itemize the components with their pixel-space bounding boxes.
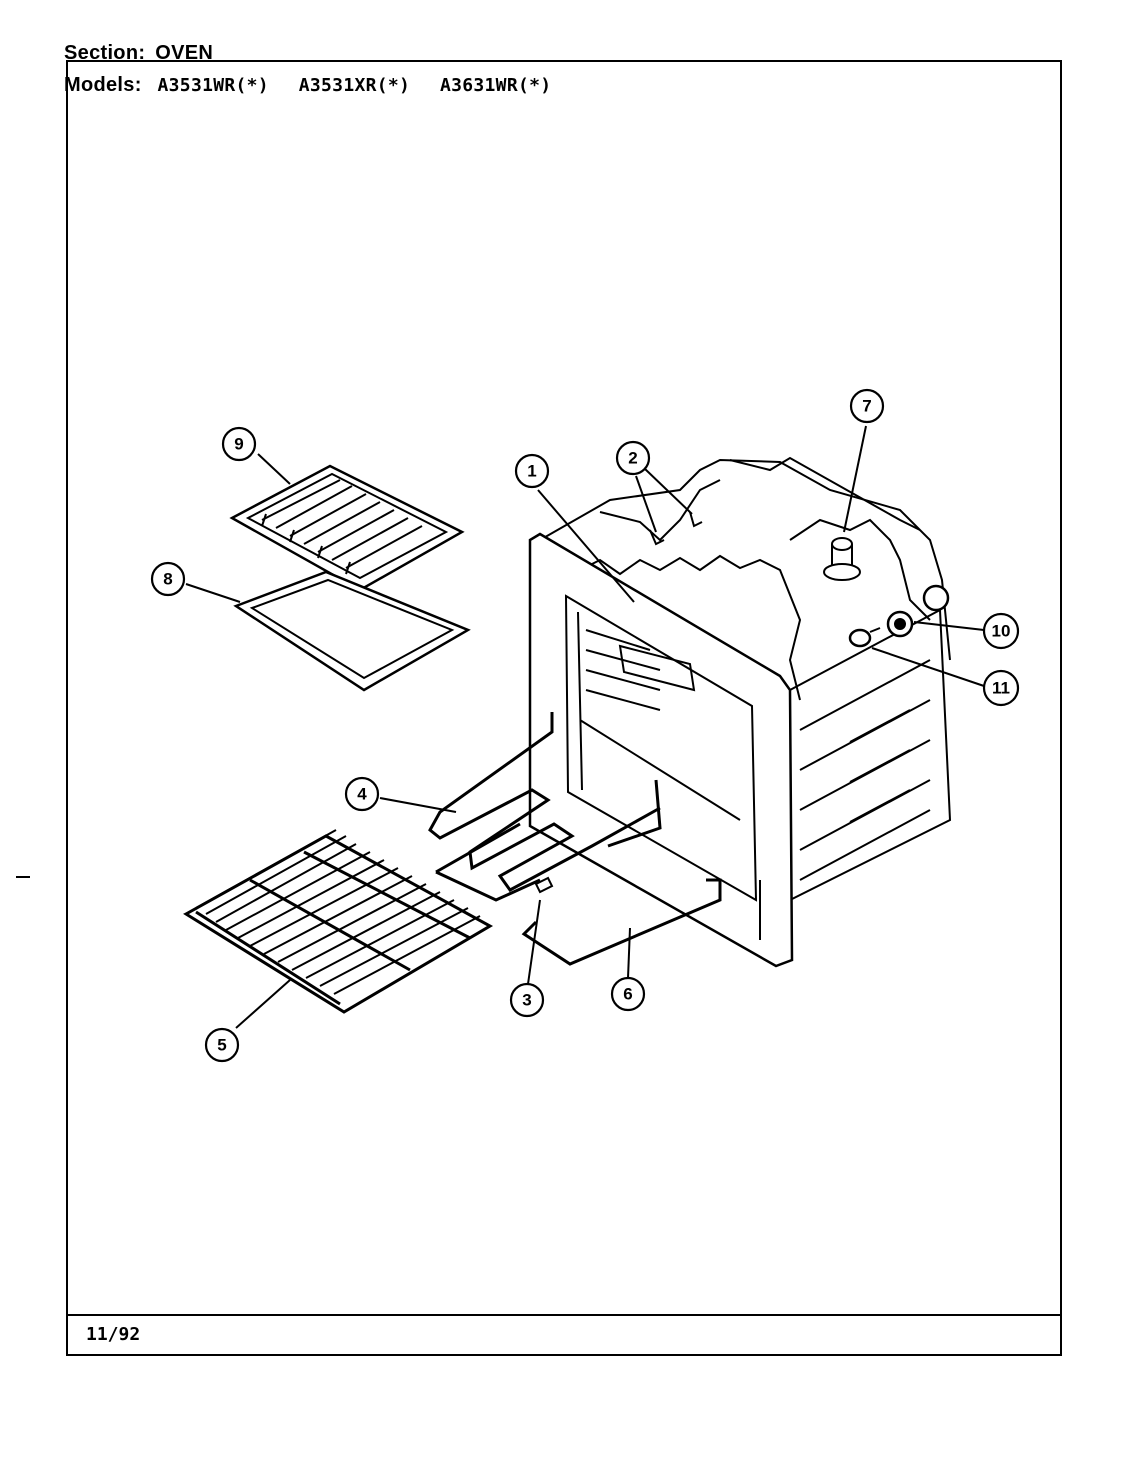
diagram-frame [66,60,1062,1356]
callout-number: 3 [522,991,531,1010]
callout-2: 2 [615,440,651,476]
model-number: A3531WR(*) [157,75,269,96]
leader-line-2a [635,475,657,533]
callout-number: 5 [217,1036,226,1055]
leader-line-5 [235,979,291,1029]
models-header: Models: A3531WR(*) A3531XR(*) A3631WR(*) [64,74,575,97]
callout-11: 11 [982,669,1020,707]
oven-body [521,456,952,968]
callout-5: 5 [204,1027,240,1063]
callout-10: 10 [982,612,1020,650]
leader-line-11 [871,647,985,687]
broiler-grid [229,464,465,592]
leader-line-1 [537,489,635,603]
revision-date: 11/92 [86,1324,141,1345]
oven-rack [183,829,494,1014]
callout-number: 4 [357,785,367,804]
section-header: Section: OVEN [64,42,213,65]
callout-4: 4 [344,776,380,812]
leader-line-3 [527,899,541,985]
callout-number: 7 [862,397,871,416]
callout-number: 10 [992,622,1011,641]
callout-6: 6 [610,976,646,1012]
callout-number: 11 [992,679,1010,698]
leader-lines [185,425,985,1029]
leader-line-10 [913,621,985,631]
leader-line-8 [185,583,241,603]
broiler-pan [233,570,471,692]
leader-line-7 [843,425,867,533]
section-label: Section: [64,42,146,64]
models-label: Models: [64,74,142,96]
callout-number: 6 [623,985,632,1004]
callout-number: 1 [527,462,536,481]
model-number: A3631WR(*) [440,75,552,96]
callout-9: 9 [221,426,257,462]
model-number: A3531XR(*) [298,75,411,96]
leader-line-2b [643,467,693,515]
callout-8: 8 [150,561,186,597]
callout-1: 1 [514,453,550,489]
callout-3: 3 [509,982,545,1018]
footer-divider [66,1314,1062,1316]
callout-number: 8 [163,570,172,589]
callout-number: 9 [234,435,243,454]
leader-line-9 [257,453,291,485]
bake-element [428,712,661,902]
leader-line-6 [627,927,631,979]
section-value: OVEN [155,42,214,64]
callout-7: 7 [849,388,885,424]
leader-line-4 [379,797,457,813]
callout-number: 2 [628,449,637,468]
